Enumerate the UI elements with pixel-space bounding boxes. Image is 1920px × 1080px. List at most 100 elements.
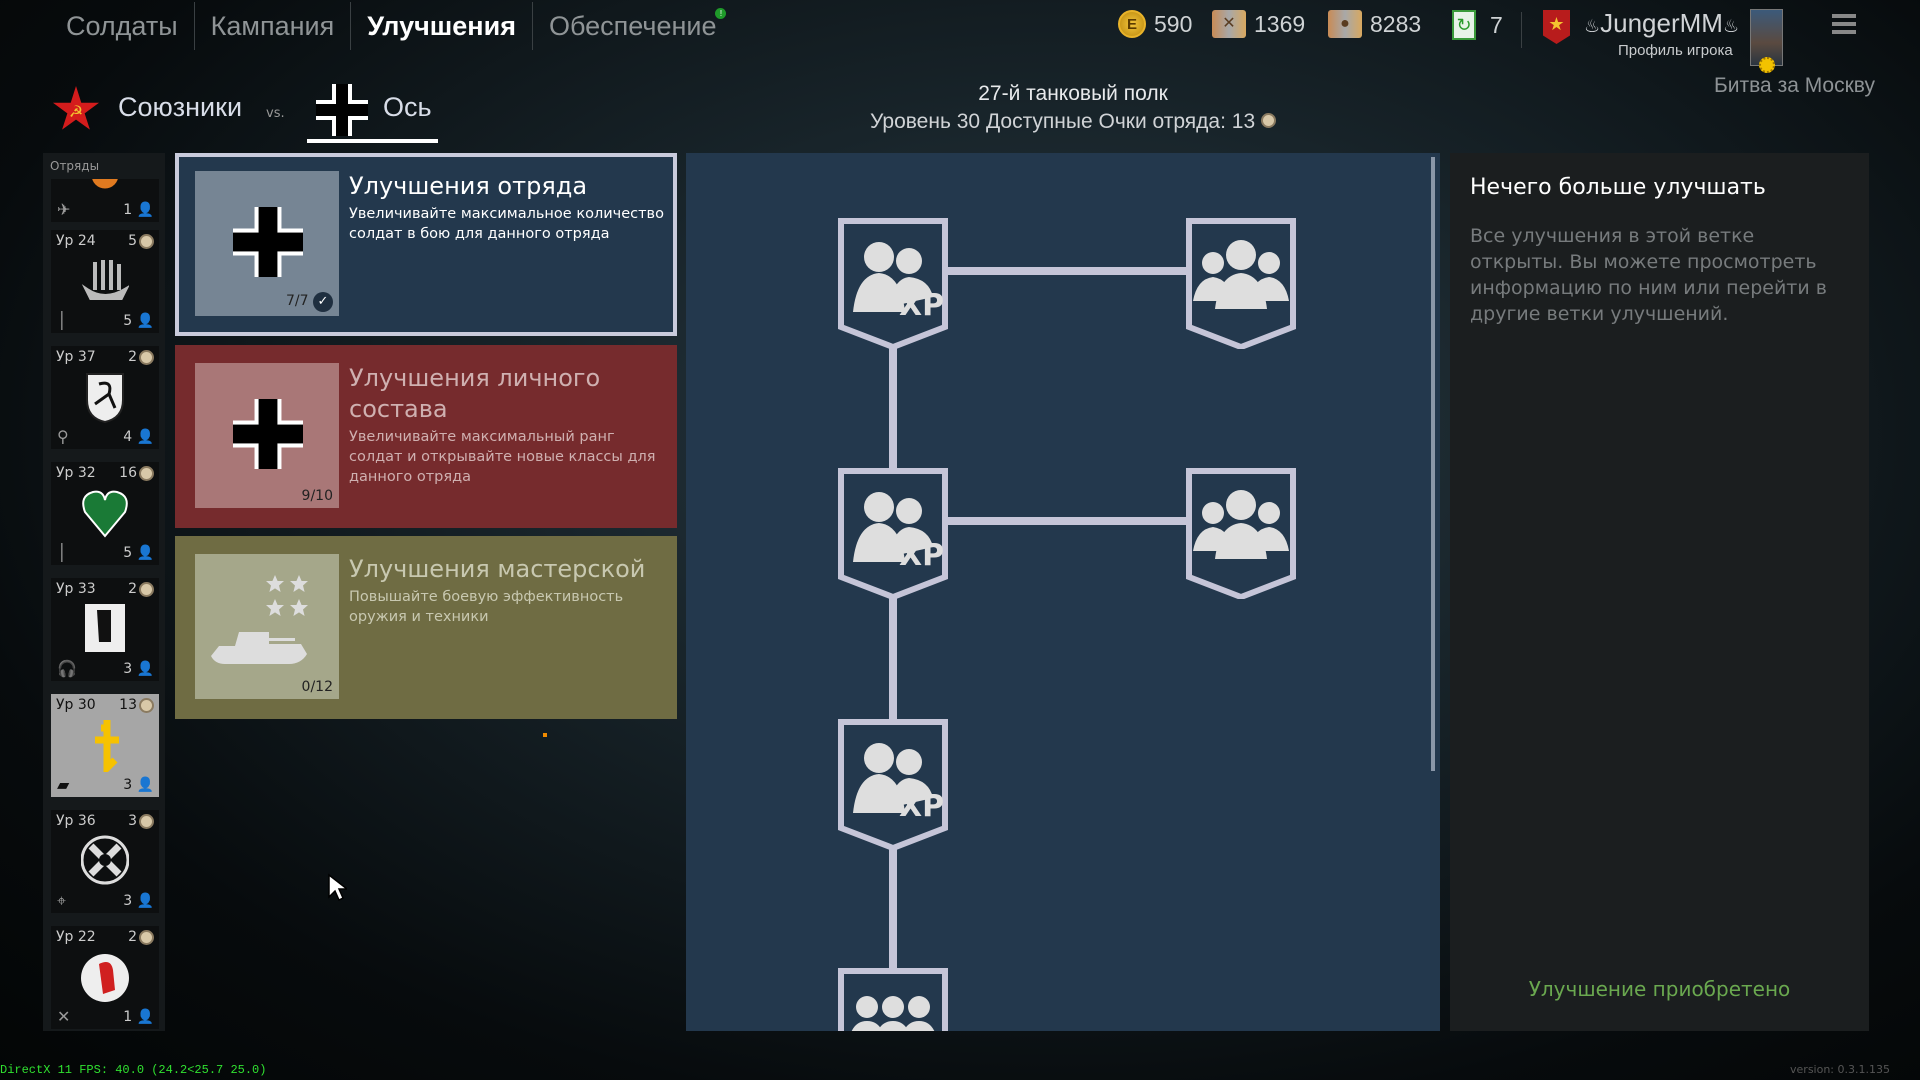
tab-soldiers[interactable]: Солдаты <box>50 2 195 50</box>
squad-level: Ур 37 <box>56 349 96 365</box>
squad-tile[interactable]: Ур 24 5 │ 5 👤 <box>51 230 159 333</box>
divider <box>1521 12 1522 48</box>
squad-tile[interactable]: ✈ 1 👤 <box>51 179 159 222</box>
card-title: Улучшения личного состава <box>349 364 601 423</box>
squad-level: Ур 32 <box>56 465 96 481</box>
squad-points-icon <box>139 349 154 365</box>
tree-connectors <box>889 267 1186 1031</box>
active-faction-underline <box>307 139 438 143</box>
info-panel: Нечего больше улучшать Все улучшения в э… <box>1450 153 1869 1031</box>
scrollbar[interactable] <box>1431 157 1435 771</box>
node-shield-icon: XP <box>838 719 948 852</box>
avatar-badge-icon <box>1759 57 1775 73</box>
currency-boosters[interactable]: ↻7 <box>1452 10 1503 40</box>
squad-type-icon: ▰ <box>57 775 70 794</box>
tab-supply[interactable]: Обеспечение! <box>533 2 733 50</box>
person-icon: 👤 <box>136 202 154 218</box>
points-label: Доступные Очки отряда: 13 <box>985 110 1256 133</box>
tab-campaign[interactable]: Кампания <box>195 2 352 50</box>
squad-emblem-icon <box>81 835 129 885</box>
menu-icon[interactable] <box>1832 14 1856 34</box>
card-description: Увеличивайте максимальное количество сол… <box>349 206 664 242</box>
indicator-dot <box>543 733 547 737</box>
upgrade-node-crowd[interactable] <box>837 967 949 1031</box>
squad-points-icon <box>139 465 154 481</box>
currency-weapon-orders[interactable]: ✕ 1369 <box>1212 10 1305 38</box>
currency-soldier-orders[interactable]: ●8283 <box>1328 10 1421 38</box>
player-name[interactable]: ♨JungerMM♨ <box>1584 8 1740 38</box>
avatar[interactable] <box>1750 9 1783 73</box>
node-shield-icon: XP <box>838 218 948 351</box>
upgrade-node-xp[interactable]: XP <box>837 467 949 601</box>
squad-level: Ур 30 <box>56 697 96 713</box>
squad-tile[interactable]: Ур 36 3 ⌖ 3 👤 <box>51 810 159 913</box>
flame-icon: ♨ <box>1722 16 1740 36</box>
regiment-name: 27-й танковый полк <box>978 82 1168 105</box>
rank-icon: ★ <box>1543 10 1570 44</box>
notification-badge: ! <box>715 8 727 19</box>
squad-points: 5 <box>128 233 154 249</box>
squad-size: 4 👤 <box>123 429 154 445</box>
squad-tile[interactable]: Ур 33 2 🎧 3 👤 <box>51 578 159 681</box>
info-body: Все улучшения в этой ветке открыты. Вы м… <box>1470 225 1827 325</box>
squad-points: 2 <box>128 581 154 597</box>
squad-level: Ур 33 <box>56 581 96 597</box>
upgrade-node-xp[interactable]: XP <box>837 718 949 852</box>
card-progress: 0/12 <box>301 679 333 695</box>
upgrade-node-group[interactable] <box>1185 217 1297 351</box>
sidebar-title: Отряды <box>50 159 100 173</box>
squad-type-icon: 🎧 <box>57 659 77 678</box>
squad-points-icon <box>139 233 154 249</box>
node-shield-icon <box>1186 468 1296 601</box>
profile-link[interactable]: Профиль игрока <box>1618 42 1733 59</box>
upgrade-node-xp[interactable]: XP <box>837 217 949 351</box>
tab-upgrades[interactable]: Улучшения <box>351 2 533 50</box>
upgrade-node-group[interactable] <box>1185 467 1297 601</box>
person-icon: 👤 <box>136 429 154 445</box>
squad-tile[interactable]: Ур 30 13 ▰ 3 👤 <box>51 694 159 797</box>
xp-label: XP <box>899 789 944 824</box>
squad-points: 13 <box>119 697 154 713</box>
info-title: Нечего больше улучшать <box>1470 175 1766 200</box>
person-icon: 👤 <box>136 777 154 793</box>
squad-size: 3 👤 <box>123 777 154 793</box>
squad-emblem-icon <box>82 490 128 538</box>
faction-axis[interactable]: Ось <box>383 92 432 122</box>
squad-emblem-icon <box>92 179 118 189</box>
squad-size: 3 👤 <box>123 893 154 909</box>
squad-tile[interactable]: Ур 32 16 │ 5 👤 <box>51 462 159 565</box>
squad-points-icon <box>139 813 154 829</box>
faction-allies[interactable]: Союзники <box>118 92 243 122</box>
balkenkreuz-icon <box>233 399 303 469</box>
squad-points: 2 <box>128 929 154 945</box>
squad-emblem-icon <box>85 604 125 652</box>
currency-silver[interactable]: E 590 <box>1118 10 1192 38</box>
version-label: version: 0.3.1.135 <box>1790 1063 1890 1076</box>
weapon-orders-value: 1369 <box>1254 10 1306 37</box>
tank-stars-icon <box>211 575 308 664</box>
main-nav: Солдаты Кампания Улучшения Обеспечение! <box>50 0 732 52</box>
weapon-order-icon: ✕ <box>1212 10 1246 38</box>
squad-sidebar: Отряды ✈ 1 👤 Ур 24 5 │ 5 👤 Ур 37 2 ⚲ 4 👤… <box>43 153 165 1031</box>
silver-coin-icon: E <box>1118 10 1146 38</box>
squad-emblem-icon <box>81 954 129 1002</box>
squad-emblem-icon <box>86 373 124 424</box>
squad-size: 1 👤 <box>123 202 154 218</box>
squad-tile[interactable]: Ур 22 2 ✕ 1 👤 <box>51 926 159 1029</box>
squad-points: 2 <box>128 349 154 365</box>
squad-level: Ур 22 <box>56 929 96 945</box>
silver-value: 590 <box>1154 10 1193 37</box>
regiment-level: Уровень 30 Доступные Очки отряда: 13 <box>820 110 1326 134</box>
squad-size: 1 👤 <box>123 1009 154 1025</box>
squad-type-icon: ⚲ <box>57 427 69 446</box>
squad-type-icon: │ <box>57 311 67 330</box>
card-title: Улучшения мастерской <box>349 555 646 583</box>
squad-size: 5 👤 <box>123 313 154 329</box>
campaign-name[interactable]: Битва за Москву <box>1714 74 1875 97</box>
node-shield-icon <box>1186 218 1296 351</box>
squad-tile[interactable]: Ур 37 2 ⚲ 4 👤 <box>51 346 159 449</box>
soldier-orders-value: 8283 <box>1370 10 1422 37</box>
